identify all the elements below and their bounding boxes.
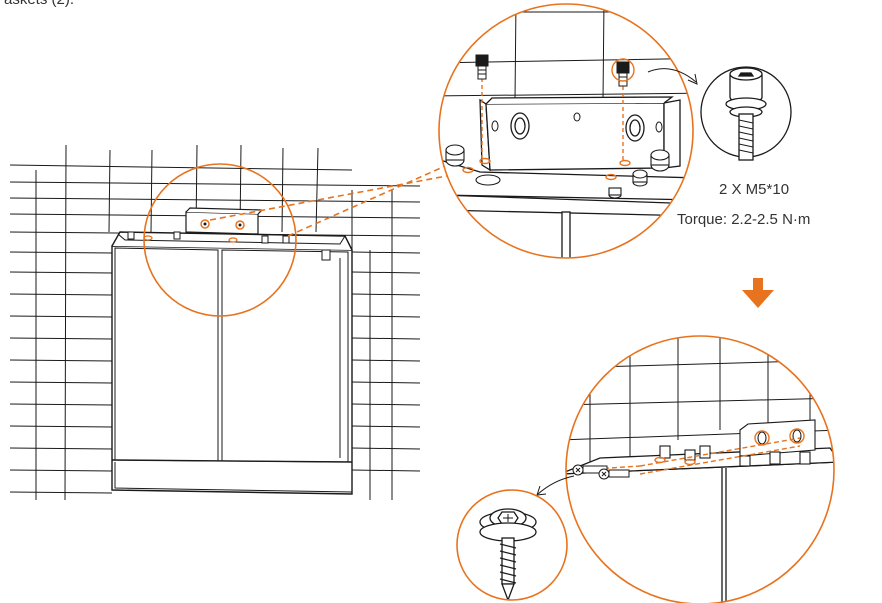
zoom-bottom-content xyxy=(566,336,834,603)
magnifier-ring-left xyxy=(143,163,297,317)
zoom-circle-bottom xyxy=(565,335,835,603)
zoom-circle-top xyxy=(438,3,694,259)
down-arrow-icon xyxy=(742,278,774,308)
torque-label: Torque: 2.2-2.5 N·m xyxy=(677,211,811,228)
curved-arrow-icon xyxy=(647,68,698,85)
bracket-screws-small xyxy=(127,219,290,244)
zoom-top-content xyxy=(439,4,693,258)
screw-in-zoom xyxy=(475,54,630,87)
screw-detail-wall xyxy=(456,489,568,601)
screw-count-size-label: 2 X M5*10 xyxy=(719,181,790,198)
zoom-leader-top xyxy=(209,162,453,237)
screw-detail-m5 xyxy=(700,66,792,161)
instruction-caption-fragment: askets (2). xyxy=(4,0,74,8)
inverter-unit xyxy=(111,231,353,495)
curved-arrow-icon xyxy=(536,475,575,496)
